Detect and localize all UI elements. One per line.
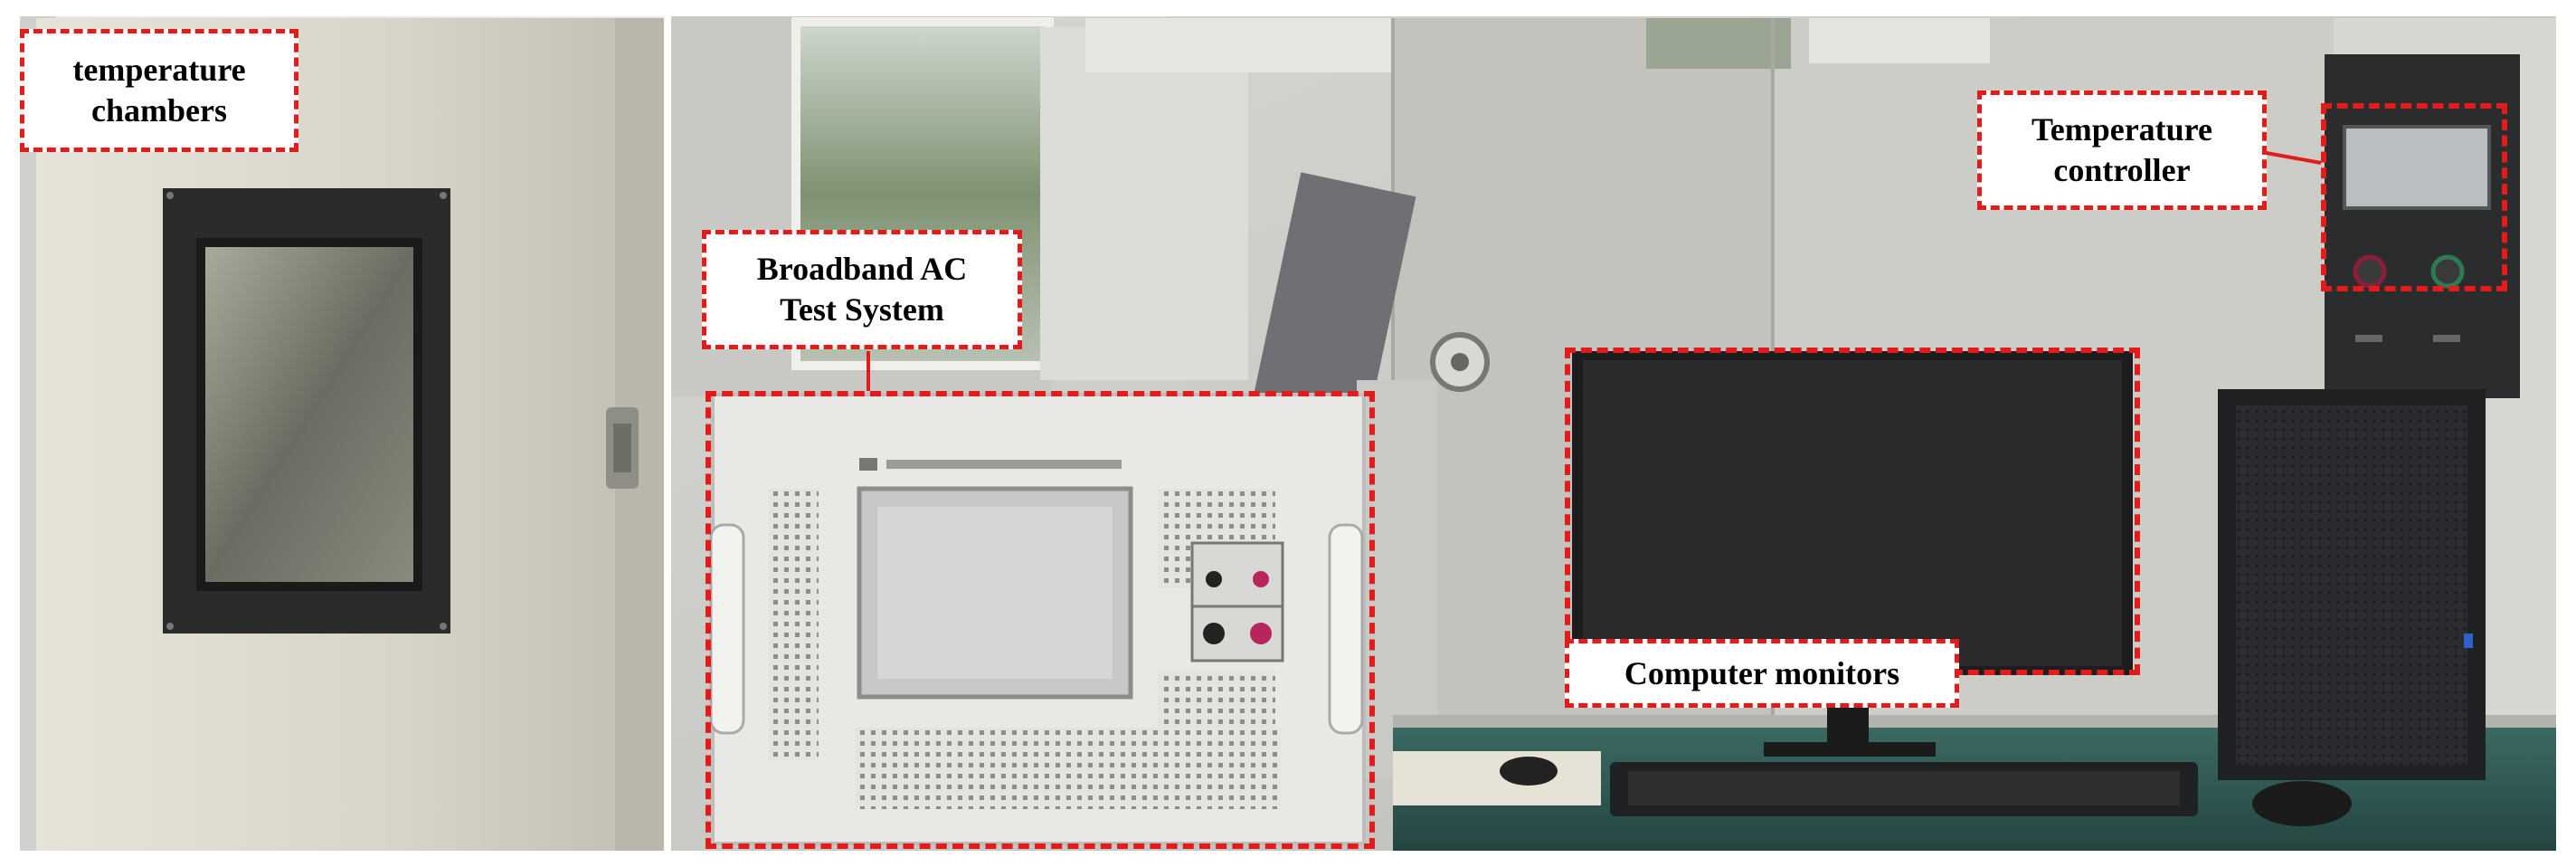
temperature-controller-unit [2325,54,2520,398]
computer-monitors-label: Computer monitors [1565,639,1959,708]
broadband-ac-test-system-unit [709,172,1490,845]
broadband-ac-test-system-label: Broadband AC Test System [702,230,1022,349]
temperature-controller-label: Temperature controller [1977,91,2267,210]
computer-case [2218,389,2486,826]
temperature-chambers-label: temperature chambers [20,29,298,152]
temperature-chamber-photo [20,16,664,851]
